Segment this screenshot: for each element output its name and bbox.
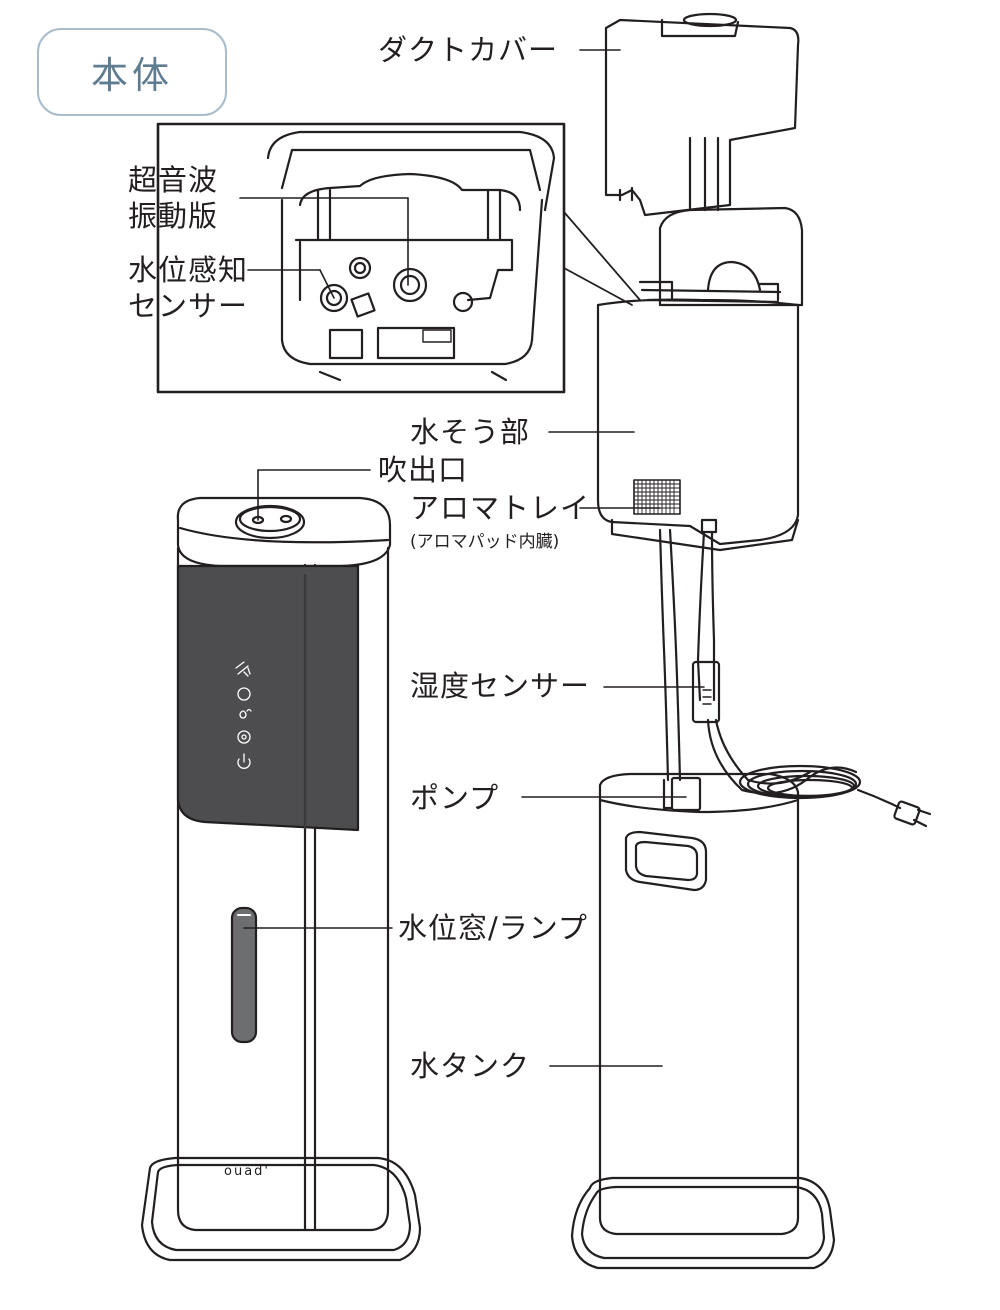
label-pump: ポンプ: [410, 781, 500, 815]
label-ultrasonic-line2: 振動版: [128, 199, 219, 233]
humidifier-exploded-view: [570, 12, 932, 1270]
humidity-sensor: [691, 660, 721, 724]
tank-lid: [658, 206, 804, 307]
duct-cover: [604, 18, 800, 217]
label-water-tank: 水タンク: [410, 1049, 531, 1083]
water-level-sensor: [319, 283, 349, 313]
label-duct-cover: ダクトカバー: [378, 33, 559, 67]
label-aroma-tray: アロマトレイ: [410, 491, 591, 525]
label-ultrasonic-plate: 超音波 振動版: [128, 162, 218, 234]
brand-logo: ouad': [224, 1164, 270, 1179]
humidity-icon: [239, 708, 252, 719]
tank-base: [570, 1176, 836, 1270]
power-plug: [893, 800, 921, 826]
title-badge: 本体: [37, 28, 227, 116]
label-water-level-line2: センサー: [128, 289, 249, 323]
label-water-level-line1: 水位感知: [128, 253, 249, 287]
power-icon: [237, 753, 251, 769]
inset-frame: [156, 122, 566, 394]
tank-handle: [624, 830, 708, 892]
pump: [670, 776, 702, 812]
water-level-window: [230, 906, 258, 1044]
water-tank: [598, 772, 800, 1236]
label-ultrasonic-line1: 超音波: [128, 163, 219, 197]
ultrasonic-plate: [392, 267, 428, 303]
panel-icons: [235, 661, 252, 769]
leader-lines: [239, 49, 705, 1067]
front-top-cap: [176, 496, 392, 568]
aroma-tray: [633, 479, 681, 515]
front-base: [140, 1156, 422, 1262]
mist-icon: [235, 661, 251, 677]
humidifier-front-view: [140, 496, 422, 1262]
label-water-level-sensor: 水位感知 センサー: [128, 252, 248, 324]
pump-cable: [658, 528, 670, 782]
uv-icon: [237, 687, 251, 701]
power-cord: [738, 764, 932, 828]
water-tank-unit: [596, 303, 800, 546]
label-humidity-sensor: 湿度センサー: [410, 669, 591, 703]
label-water-window: 水位窓/ランプ: [398, 911, 588, 945]
label-outlet: 吹出口: [378, 453, 469, 487]
aroma-icon: [237, 730, 251, 744]
inset-detail: [156, 122, 641, 394]
label-water-tank-unit: 水そう部: [410, 415, 531, 449]
control-panel: [176, 564, 360, 832]
label-aroma-tray-note: (アロマパッド内臓): [410, 532, 560, 552]
front-body: [176, 546, 390, 1232]
